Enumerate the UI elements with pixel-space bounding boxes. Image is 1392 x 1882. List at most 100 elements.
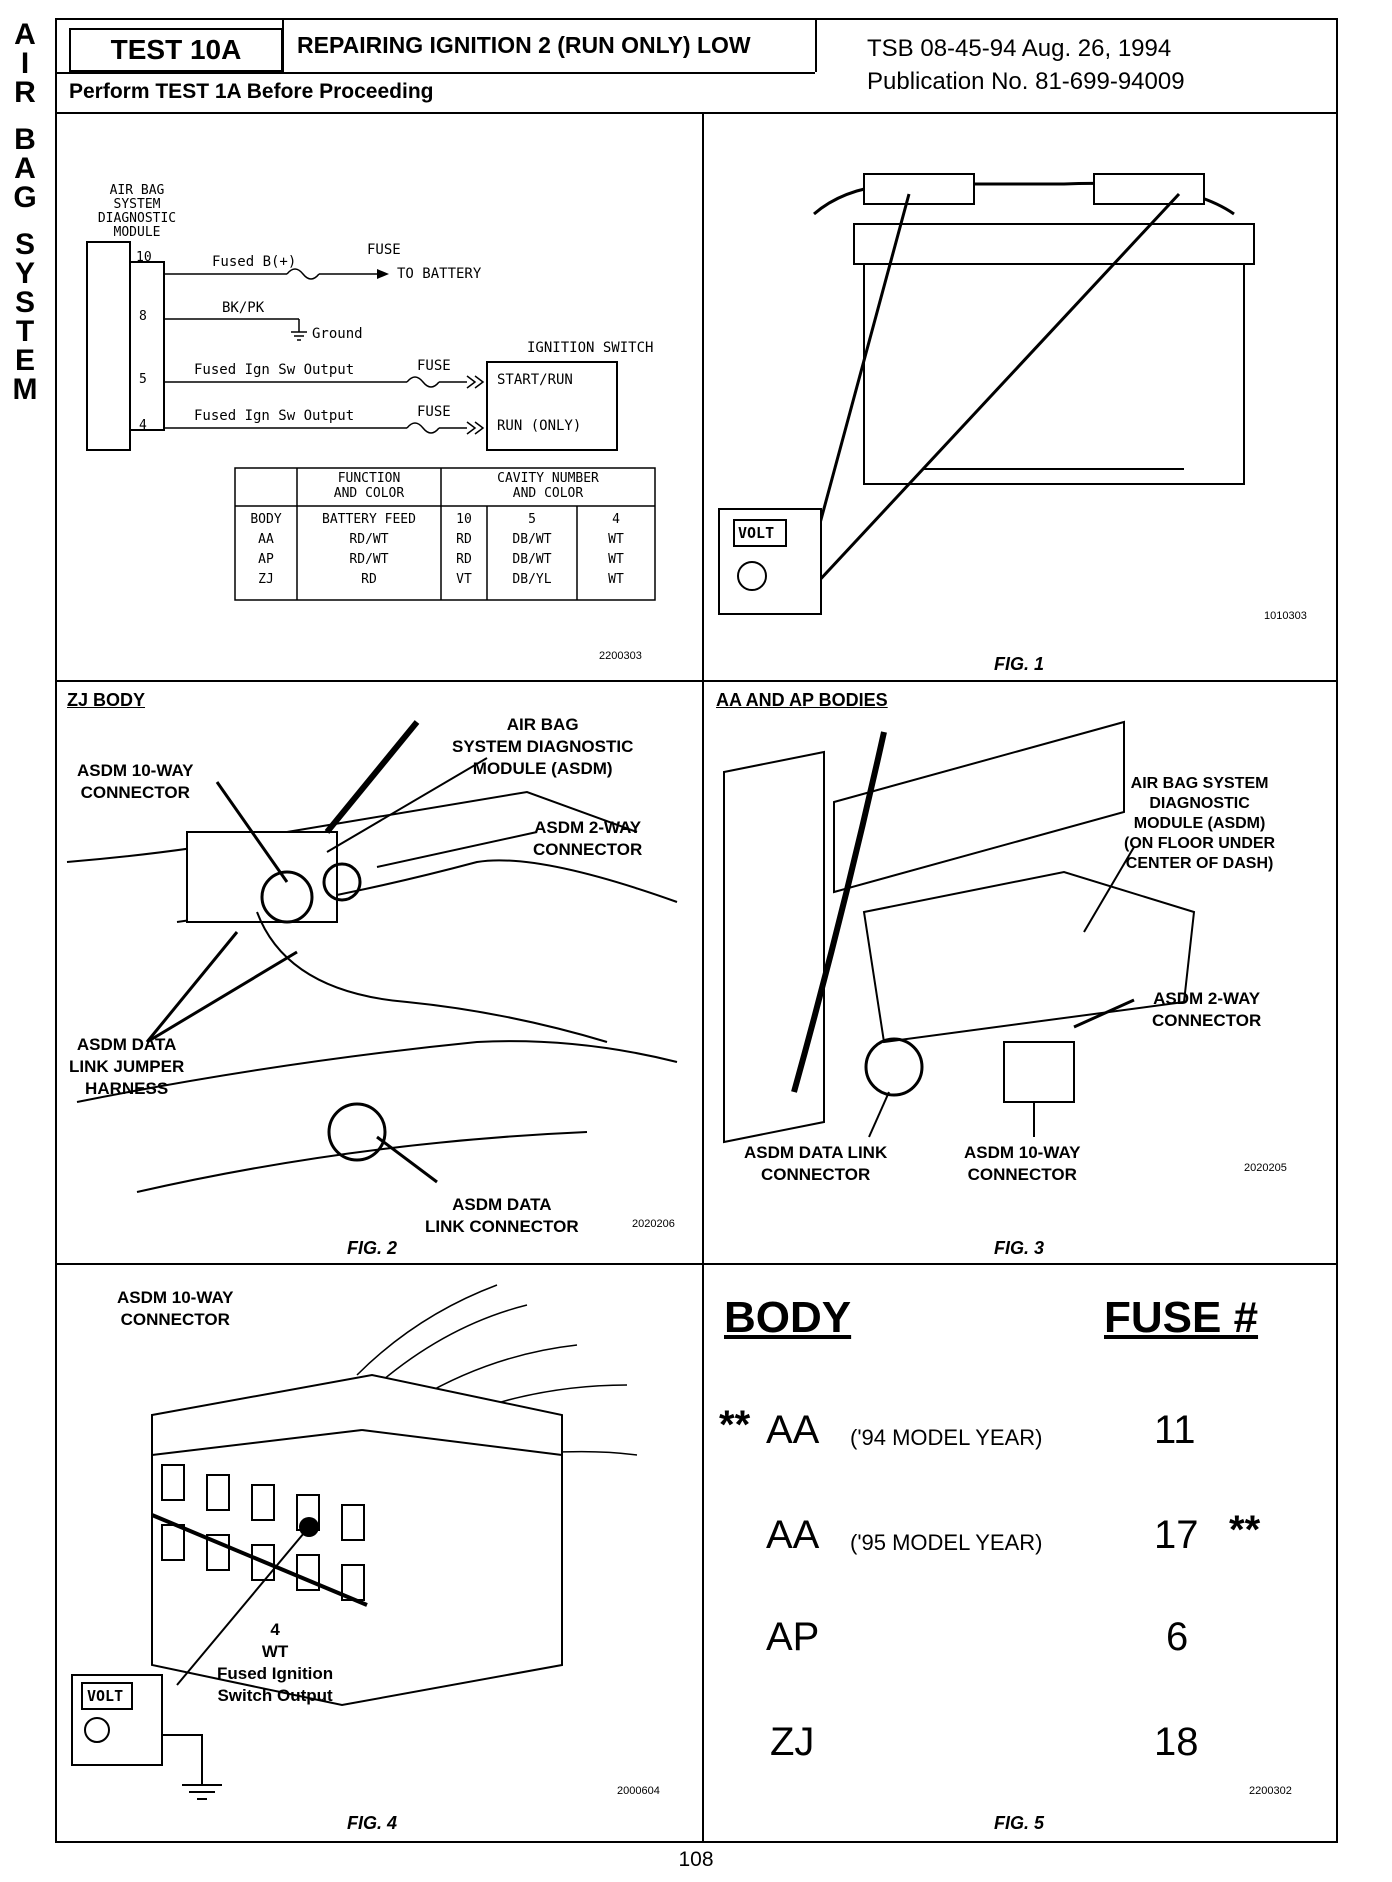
fuse-number: 18 <box>1154 1720 1199 1764</box>
module-label-line: DIAGNOSTIC <box>97 211 177 226</box>
callout-asdm: AIR BAG SYSTEM DIAGNOSTIC MODULE (ASDM) <box>452 714 633 780</box>
asterisk-mark: ** <box>1229 1508 1261 1552</box>
figure-caption: FIG. 5 <box>994 1813 1045 1833</box>
test-title: REPAIRING IGNITION 2 (RUN ONLY) LOW <box>297 32 751 58</box>
model-year-note: ('94 MODEL YEAR) <box>850 1425 1043 1450</box>
table-cell: DB/WT <box>512 532 552 547</box>
callout-data-link: ASDM DATA LINK CONNECTOR <box>744 1142 887 1186</box>
body-code: AA <box>766 1408 820 1452</box>
pin-10: 10 <box>136 250 152 265</box>
part-number: 2020205 <box>1244 1162 1287 1174</box>
callout-line: CENTER OF DASH) <box>1125 855 1274 872</box>
callout-line: MODULE (ASDM) <box>472 759 613 778</box>
table-header-text: CAVITY NUMBER <box>497 471 599 486</box>
figure-caption: FIG. 1 <box>994 654 1045 674</box>
ignition-switch-label: IGNITION SWITCH <box>527 340 654 356</box>
tsb-info: TSB 08-45-94 Aug. 26, 1994 Publication N… <box>867 32 1185 98</box>
schematic-diagram <box>86 241 656 601</box>
table-cell: DB/YL <box>512 572 552 587</box>
pin-4: 4 <box>139 418 147 433</box>
callout-data-link: ASDM DATA LINK CONNECTOR <box>425 1194 579 1238</box>
table-cell: 5 <box>528 512 536 527</box>
volt-label: VOLT <box>87 1687 124 1705</box>
fig1-panel: VOLT 1010303 FIG. 1 <box>704 114 1336 680</box>
callout-line: AIR BAG SYSTEM <box>1130 775 1269 792</box>
header: TEST 10A REPAIRING IGNITION 2 (RUN ONLY)… <box>57 20 1336 114</box>
side-letter: I <box>20 47 30 80</box>
table-cell: RD/WT <box>349 532 389 547</box>
publication-number: Publication No. 81-699-94009 <box>867 68 1185 95</box>
table-cell: WT <box>608 532 624 547</box>
side-letter: T <box>15 315 35 348</box>
asterisk-mark: ** <box>719 1403 751 1447</box>
callout-line: CONNECTOR <box>967 1165 1077 1184</box>
side-letter: A <box>14 18 36 51</box>
connector-illustration <box>71 1284 638 1800</box>
wire-5-label: Fused Ign Sw Output <box>194 362 355 378</box>
model-year-note: ('95 MODEL YEAR) <box>850 1530 1043 1555</box>
figure-caption: FIG. 2 <box>347 1238 398 1258</box>
volt-label: VOLT <box>738 524 775 542</box>
callout-line: 4 <box>270 1620 280 1639</box>
callout-line: LINK JUMPER <box>69 1057 185 1076</box>
fig3-panel: AA AND AP BODIES AIR BAG SYSTEM DIAGNOST… <box>704 682 1336 1263</box>
fuse-label: FUSE <box>367 242 401 258</box>
callout-line: ASDM DATA <box>452 1195 552 1214</box>
callout-line: Switch Output <box>217 1686 333 1705</box>
callout-line: CONNECTOR <box>1152 1011 1262 1030</box>
side-letter: S <box>14 228 35 261</box>
table-cell: RD <box>456 532 472 547</box>
table-header-text: FUNCTION <box>337 471 401 486</box>
wire-8-label: BK/PK <box>222 300 265 316</box>
table-cell: BODY <box>250 512 282 527</box>
table-cell: BATTERY FEED <box>322 512 416 527</box>
figure-caption: FIG. 4 <box>347 1813 398 1833</box>
side-letter: E <box>14 344 35 377</box>
pin-8: 8 <box>139 309 147 324</box>
tsb-number: TSB 08-45-94 Aug. 26, 1994 <box>867 35 1172 62</box>
body-code: ZJ <box>770 1720 815 1764</box>
fig5-panel: BODY FUSE # ** AA ('94 MODEL YEAR) 11 AA… <box>704 1265 1336 1843</box>
table-cell: RD <box>456 552 472 567</box>
to-battery-label: TO BATTERY <box>397 266 482 282</box>
table-row: AA RD/WT RD DB/WT WT <box>235 530 655 550</box>
callout-line: AIR BAG <box>506 715 579 734</box>
fuse-number: 17 <box>1154 1513 1199 1557</box>
schematic-panel: AIR BAG SYSTEM DIAGNOSTIC MODULE <box>57 114 702 680</box>
module-label: AIR BAG SYSTEM DIAGNOSTIC MODULE <box>82 184 192 240</box>
callout-line: ASDM 10-WAY <box>77 761 194 780</box>
part-number: 2020206 <box>632 1218 675 1230</box>
callout-10-way: ASDM 10-WAY CONNECTOR <box>964 1142 1081 1186</box>
side-letter: B <box>14 123 36 156</box>
table-row: BODY BATTERY FEED 10 5 4 <box>235 510 655 530</box>
callout-line: CONNECTOR <box>120 1310 230 1329</box>
callout-line: ASDM DATA <box>76 1035 177 1054</box>
callout-line: CONNECTOR <box>533 840 643 859</box>
module-label-line: MODULE <box>113 225 161 240</box>
fuse-number: 6 <box>1166 1615 1189 1659</box>
fig4-panel: ASDM 10-WAY CONNECTOR <box>57 1265 702 1843</box>
zj-body-illustration <box>66 720 678 1193</box>
part-number: 2000604 <box>617 1785 660 1797</box>
fig4-title: ASDM 10-WAY CONNECTOR <box>117 1287 234 1331</box>
test-id: TEST 10A <box>69 28 283 72</box>
table-row: AP RD/WT RD DB/WT WT <box>235 550 655 570</box>
callout-10-way: ASDM 10-WAY CONNECTOR <box>77 760 194 804</box>
wiring-table-body: BODY BATTERY FEED 10 5 4 AA RD/WT RD DB/… <box>235 510 655 590</box>
module-label-line: AIR BAG <box>109 183 165 198</box>
callout-line: LINK CONNECTOR <box>425 1217 579 1236</box>
table-header-cavity: CAVITY NUMBER AND COLOR <box>441 471 655 501</box>
table-header-function: FUNCTION AND COLOR <box>297 471 441 501</box>
section-title: AA AND AP BODIES <box>716 690 888 710</box>
table-cell: DB/WT <box>512 552 552 567</box>
side-letter: M <box>12 373 38 406</box>
callout-line: MODULE (ASDM) <box>1133 815 1266 832</box>
side-letter: Y <box>14 257 35 290</box>
callout-line: HARNESS <box>85 1079 169 1098</box>
callout-jumper: ASDM DATA LINK JUMPER HARNESS <box>69 1034 184 1100</box>
callout-2-way: ASDM 2-WAY CONNECTOR <box>1152 988 1261 1032</box>
body-code: AA <box>766 1513 820 1557</box>
table-cell: WT <box>608 572 624 587</box>
aa-ap-illustration <box>723 720 1196 1144</box>
side-letter: R <box>14 76 36 109</box>
